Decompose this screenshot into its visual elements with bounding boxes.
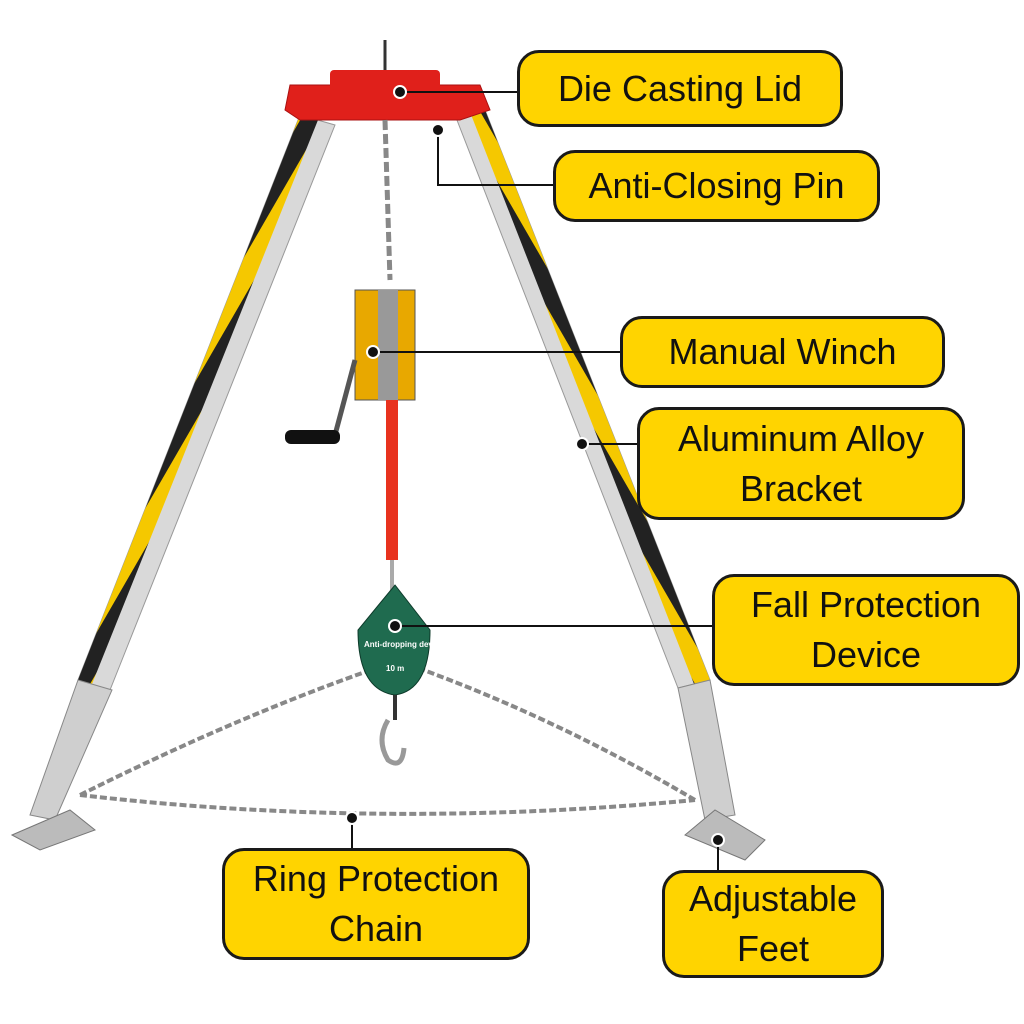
callout-text: Chain: [328, 908, 424, 949]
leader-dots: [345, 85, 725, 847]
hoist-assembly: [285, 119, 416, 590]
callout-text: Manual Winch: [668, 331, 897, 372]
callout-die-casting-lid: Die Casting Lid: [517, 50, 843, 127]
callout-text: Fall Protection: [750, 584, 982, 625]
device-length: 10 m: [386, 664, 405, 673]
callout-text: Die Casting Lid: [557, 67, 803, 109]
callout-ring-protection-chain: Ring Protection Chain: [222, 848, 530, 960]
callout-anti-closing-pin: Anti-Closing Pin: [553, 150, 880, 222]
callout-text: Ring Protection: [252, 858, 500, 899]
left-leg: [10, 114, 336, 851]
callout-text: Aluminum Alloy: [677, 417, 925, 459]
callout-text: Feet: [736, 928, 810, 969]
callout-text: Anti-Closing Pin: [588, 165, 845, 206]
callout-text: Device: [810, 634, 922, 675]
fall-protection-device: [357, 584, 431, 766]
callout-text: Adjustable: [688, 878, 858, 919]
right-leg: [454, 109, 766, 861]
die-casting-lid: [284, 40, 491, 121]
callout-fall-protection-device: Fall Protection Device: [712, 574, 1020, 686]
ring-protection-chain: [79, 666, 697, 816]
leader-lines: [351, 91, 719, 870]
device-label: Anti-dropping device: [364, 640, 444, 649]
callout-text: Bracket: [739, 467, 863, 509]
callout-aluminum-alloy-bracket: Aluminum Alloy Bracket: [637, 407, 965, 520]
callout-manual-winch: Manual Winch: [620, 316, 945, 388]
callout-adjustable-feet: Adjustable Feet: [662, 870, 884, 978]
